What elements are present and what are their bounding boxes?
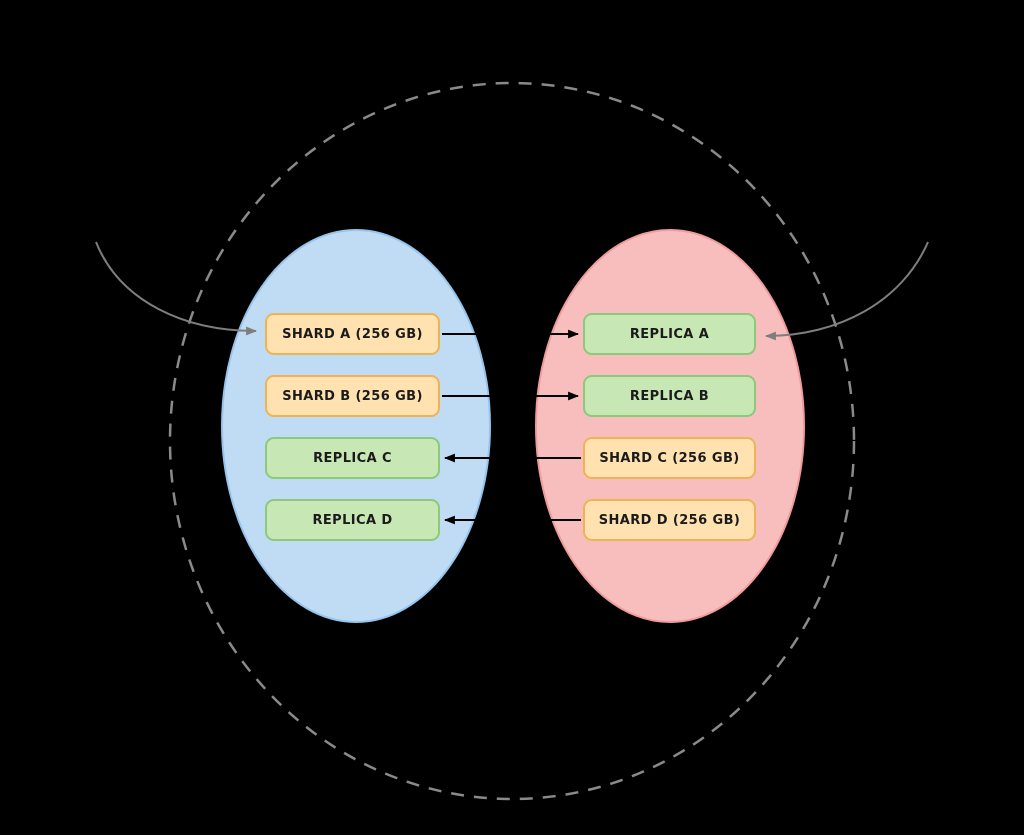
shard-c-box: SHARD C (256 GB): [583, 437, 756, 479]
shard-d-box: SHARD D (256 GB): [583, 499, 756, 541]
replica-b-box: REPLICA B: [583, 375, 756, 417]
replica-c-box: REPLICA C: [265, 437, 440, 479]
node-right-ellipse: [535, 229, 805, 623]
replica-a-box: REPLICA A: [583, 313, 756, 355]
replica-d-label: REPLICA D: [312, 512, 393, 528]
shard-b-label: SHARD B (256 GB): [282, 388, 423, 404]
shard-d-label: SHARD D (256 GB): [598, 512, 741, 528]
replica-a-label: REPLICA A: [629, 326, 710, 342]
external-left-arrow: [95, 241, 258, 336]
shard-a-box: SHARD A (256 GB): [265, 313, 440, 355]
node-left-ellipse: [221, 229, 491, 623]
replica-d-box: REPLICA D: [265, 499, 440, 541]
cluster-dashed-boundary: [168, 81, 856, 801]
external-right-arrow: [764, 241, 929, 341]
shard-b-box: SHARD B (256 GB): [265, 375, 440, 417]
shard-c-label: SHARD C (256 GB): [599, 450, 740, 466]
shard-a-label: SHARD A (256 GB): [282, 326, 423, 342]
replica-c-label: REPLICA C: [313, 450, 392, 466]
replica-b-label: REPLICA B: [629, 388, 710, 404]
